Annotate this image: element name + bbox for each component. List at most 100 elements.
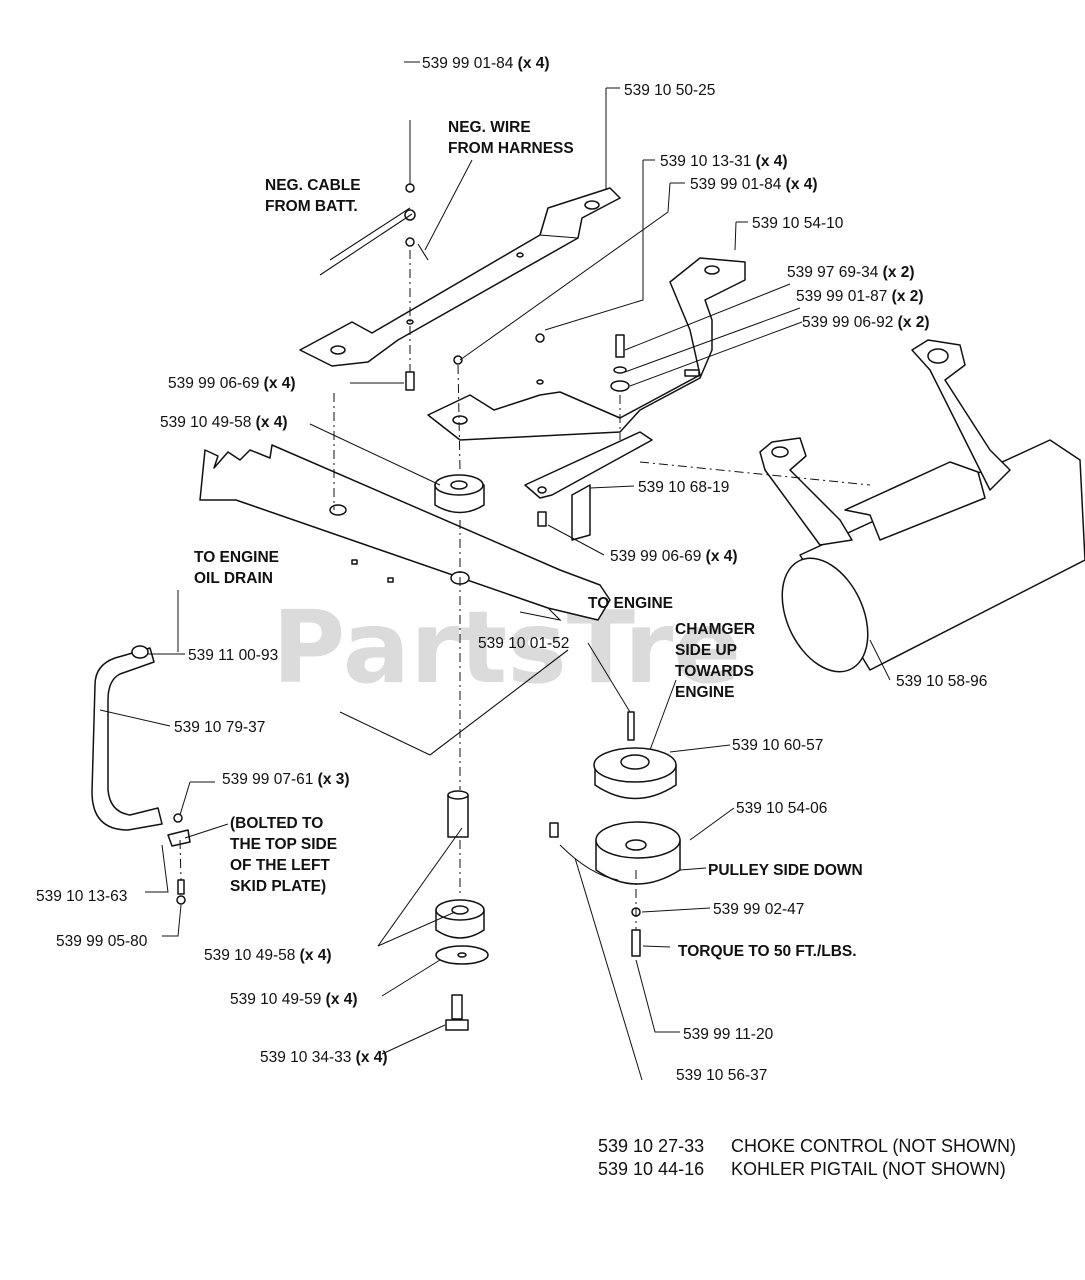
quantity: (x 4) — [356, 1049, 388, 1066]
note-line: NEG. WIRE — [448, 119, 531, 136]
note-line: TOWARDS — [675, 663, 754, 680]
part-number: 539 10 50-25 — [624, 82, 715, 99]
part-number: 539 99 05-80 — [56, 933, 148, 950]
part-number: 539 11 00-93 — [188, 647, 278, 664]
callout-539-10-13-63: 539 10 13-63 — [36, 888, 127, 905]
callout-539-99-01-87: 539 99 01-87 (x 2) — [796, 288, 924, 305]
note-to-engine-oil-drain: TO ENGINE OIL DRAIN — [194, 549, 283, 587]
part-number: 539 10 54-06 — [736, 800, 827, 817]
callout-539-11-00-93: 539 11 00-93 — [188, 647, 278, 664]
part-number: 539 99 06-69 — [168, 375, 259, 392]
callout-539-10-68-19: 539 10 68-19 — [638, 479, 729, 496]
callout-539-99-01-84-top: 539 99 01-84 (x 4) — [422, 55, 550, 72]
part-number: 539 10 01-52 — [478, 635, 569, 652]
note-line: NEG. CABLE — [265, 177, 361, 194]
note-bolted-to-skid-plate: (BOLTED TO THE TOP SIDE OF THE LEFT SKID… — [230, 815, 341, 895]
spacer-and-mount-drawing — [435, 790, 489, 1031]
part-number: 539 99 02-47 — [713, 901, 804, 918]
muffler-drawing — [759, 339, 1085, 673]
note-line: OIL DRAIN — [194, 570, 273, 587]
watermark: PartsTre ™ — [272, 589, 796, 706]
oil-drain-hose-drawing — [91, 645, 191, 905]
footer-description: KOHLER PIGTAIL (NOT SHOWN) — [731, 1159, 1006, 1179]
footer-part-number: 539 10 27-33 — [598, 1136, 704, 1156]
part-number: 539 10 58-96 — [896, 673, 987, 690]
callout-539-10-50-25: 539 10 50-25 — [624, 82, 715, 99]
quantity: (x 4) — [300, 947, 332, 964]
footer-part-number: 539 10 44-16 — [598, 1159, 704, 1179]
note-line: TO ENGINE — [194, 549, 279, 566]
callout-539-10-49-59: 539 10 49-59 (x 4) — [230, 991, 358, 1008]
rubber-mount-upper-drawing — [434, 474, 485, 514]
quantity: (x 4) — [786, 176, 818, 193]
part-number: 539 99 01-87 — [796, 288, 887, 305]
part-number: 539 99 01-84 — [690, 176, 782, 193]
callout-539-10-60-57: 539 10 60-57 — [732, 737, 823, 754]
bracket-68-19-drawing — [524, 431, 653, 541]
quantity: (x 3) — [318, 771, 350, 788]
note-line: CHAMGER — [675, 621, 755, 638]
callout-539-10-34-33: 539 10 34-33 (x 4) — [260, 1049, 388, 1066]
quantity: (x 4) — [706, 548, 738, 565]
part-number: 539 99 07-61 — [222, 771, 313, 788]
part-number: 539 97 69-34 — [787, 264, 879, 281]
note-to-engine: TO ENGINE — [588, 595, 673, 612]
part-number: 539 10 49-58 — [160, 414, 251, 431]
part-number: 539 10 60-57 — [732, 737, 823, 754]
note-line: ENGINE — [675, 684, 734, 701]
callout-539-99-06-92: 539 99 06-92 (x 2) — [802, 314, 930, 331]
part-number: 539 99 11-20 — [683, 1026, 774, 1043]
callout-539-99-11-20: 539 99 11-20 — [683, 1026, 774, 1043]
note-torque: TORQUE TO 50 FT./LBS. — [678, 943, 857, 960]
quantity: (x 4) — [256, 414, 288, 431]
callout-539-10-56-37: 539 10 56-37 — [676, 1067, 767, 1084]
note-chamger-side-up: CHAMGER SIDE UP TOWARDS ENGINE — [675, 621, 759, 701]
note-neg-cable: NEG. CABLE FROM BATT. — [265, 177, 365, 215]
fasteners-upper-drawing — [319, 183, 630, 527]
callout-539-97-69-34: 539 97 69-34 (x 2) — [787, 264, 915, 281]
watermark-text: PartsTre — [272, 589, 741, 706]
quantity: (x 4) — [264, 375, 296, 392]
part-number: 539 10 34-33 — [260, 1049, 351, 1066]
skid-plate-drawing — [199, 444, 611, 756]
note-line: SIDE UP — [675, 642, 737, 659]
note-line: FROM HARNESS — [448, 140, 574, 157]
note-line: (BOLTED TO — [230, 815, 323, 832]
assembly-centerlines — [177, 250, 871, 930]
part-number: 539 10 68-19 — [638, 479, 729, 496]
part-number: 539 99 06-92 — [802, 314, 893, 331]
callout-539-10-01-52: 539 10 01-52 — [478, 635, 569, 652]
part-number: 539 10 49-59 — [230, 991, 321, 1008]
callout-539-99-02-47: 539 99 02-47 — [713, 901, 804, 918]
callout-539-10-49-58-upper: 539 10 49-58 (x 4) — [160, 414, 288, 431]
part-number: 539 10 13-63 — [36, 888, 127, 905]
part-number: 539 10 56-37 — [676, 1067, 767, 1084]
footer-not-shown-list: 539 10 27-33 CHOKE CONTROL (NOT SHOWN) 5… — [598, 1136, 1016, 1179]
note-line: SKID PLATE) — [230, 878, 326, 895]
quantity: (x 4) — [326, 991, 358, 1008]
note-pulley-side-down: PULLEY SIDE DOWN — [708, 862, 863, 879]
callout-539-10-54-10: 539 10 54-10 — [752, 215, 844, 232]
note-line: THE TOP SIDE — [230, 836, 337, 853]
bracket-50-25-drawing — [299, 187, 621, 367]
pulley-and-clutch-drawing — [549, 711, 681, 957]
callout-539-99-05-80: 539 99 05-80 — [56, 933, 148, 950]
callout-539-99-06-69-left: 539 99 06-69 (x 4) — [168, 375, 296, 392]
quantity: (x 2) — [883, 264, 915, 281]
quantity: (x 2) — [898, 314, 930, 331]
callout-539-10-58-96: 539 10 58-96 — [896, 673, 987, 690]
note-line: FROM BATT. — [265, 198, 358, 215]
part-number: 539 10 79-37 — [174, 719, 265, 736]
part-number: 539 99 01-84 — [422, 55, 514, 72]
quantity: (x 4) — [518, 55, 550, 72]
callout-539-10-49-58-lower: 539 10 49-58 (x 4) — [204, 947, 332, 964]
leader-lines — [99, 61, 891, 1081]
callout-539-10-79-37: 539 10 79-37 — [174, 719, 265, 736]
callout-539-10-13-31: 539 10 13-31 (x 4) — [660, 153, 788, 170]
quantity: (x 2) — [892, 288, 924, 305]
note-neg-wire: NEG. WIRE FROM HARNESS — [448, 119, 574, 157]
callout-539-99-01-84-right: 539 99 01-84 (x 4) — [690, 176, 818, 193]
callout-539-99-06-69-lower: 539 99 06-69 (x 4) — [610, 548, 738, 565]
